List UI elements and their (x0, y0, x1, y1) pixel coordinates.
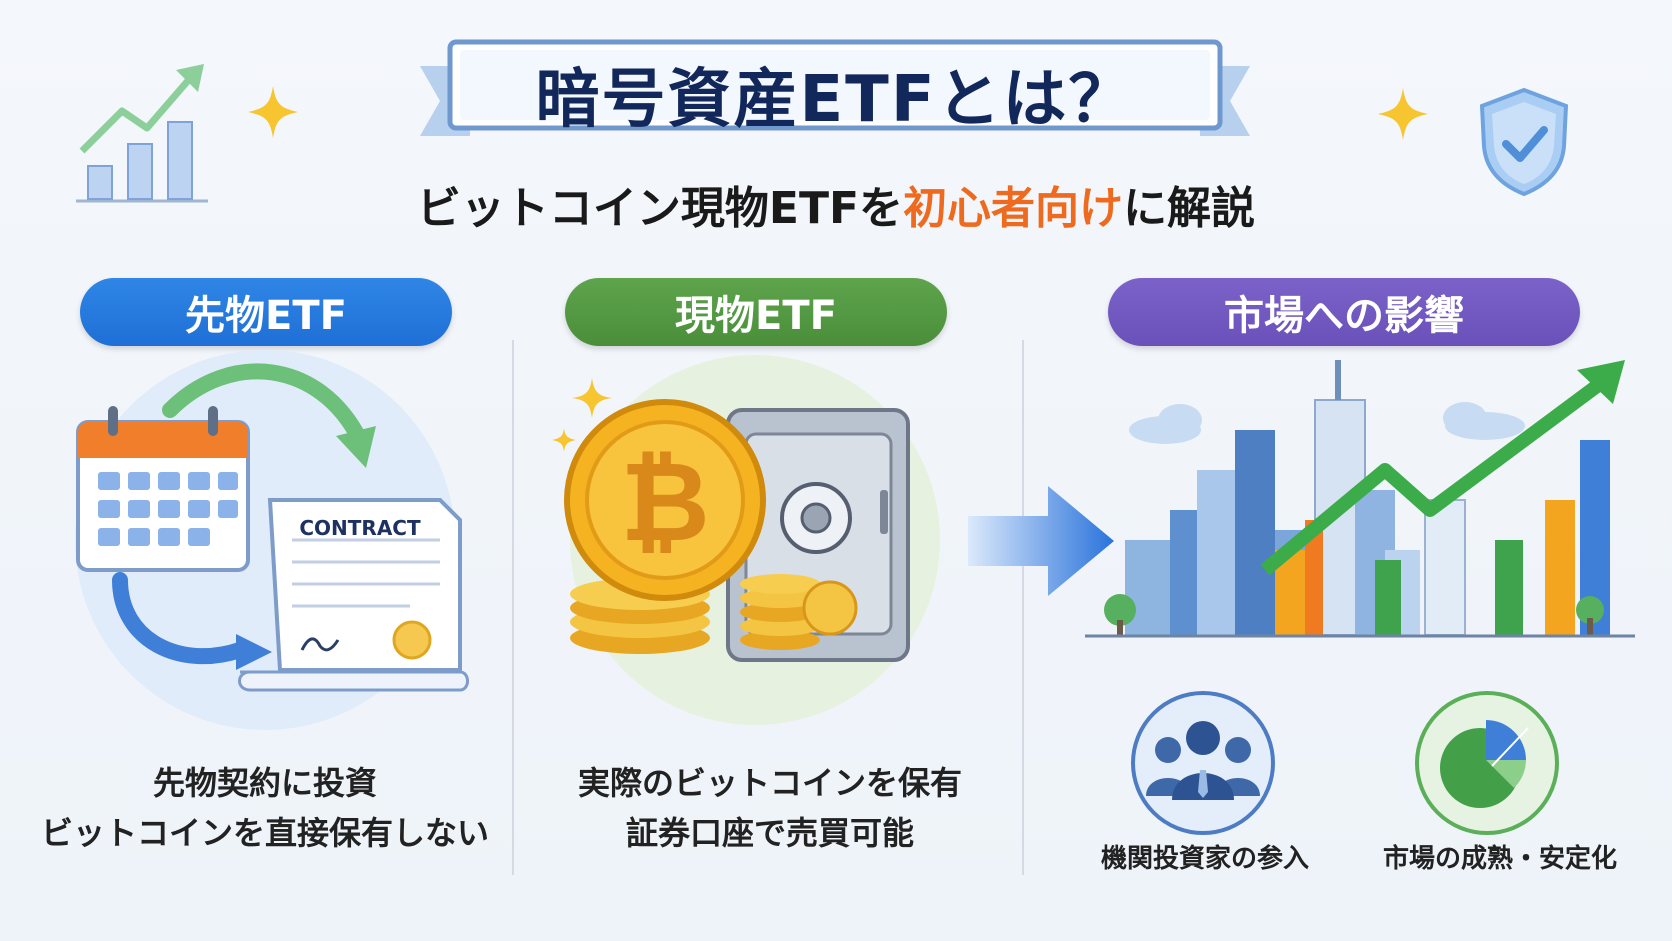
futures-caption-line2: ビットコインを直接保有しない (40, 814, 489, 852)
growth-chart-icon (76, 64, 208, 203)
sparkle-icon (1378, 88, 1428, 140)
spot-caption-line2: 証券口座で売買可能 (625, 814, 914, 852)
contract-label: CONTRACT (299, 516, 421, 540)
svg-text:₿: ₿ (620, 438, 710, 566)
spot-caption: 実際のビットコインを保有 証券口座で売買可能 (530, 758, 1010, 858)
pie-chart-icon (1415, 691, 1559, 835)
page-title: 暗号資産ETFとは？ (535, 63, 1135, 137)
bitcoin-coin-icon: ₿ (564, 399, 766, 601)
market-impact-label: 市場への影響 (1108, 278, 1580, 346)
sparkle-icon (248, 86, 298, 138)
city-growth-icon (1085, 360, 1635, 638)
market-item-maturity: 市場の成熟・安定化 (1382, 844, 1617, 874)
spot-illustration: ₿ (552, 355, 940, 725)
page-subtitle: ビットコイン現物ETFを初心者向けに解説 (0, 172, 1672, 236)
subtitle-part2: に解説 (1123, 183, 1256, 234)
calendar-icon (76, 406, 250, 572)
shield-check-icon (1479, 87, 1569, 197)
subtitle-part1: ビットコイン現物ETFを (416, 183, 904, 234)
investors-icon (1131, 691, 1275, 835)
futures-caption-line1: 先物契約に投資 (152, 764, 377, 802)
divider (512, 340, 514, 875)
arrow-right-icon (968, 486, 1114, 596)
divider (1022, 340, 1024, 875)
subtitle-highlight: 初心者向け (903, 183, 1124, 234)
futures-etf-label: 先物ETF (80, 278, 452, 346)
title-banner (420, 39, 1250, 136)
futures-illustration (75, 350, 469, 730)
spot-caption-line1: 実際のビットコインを保有 (577, 764, 962, 802)
spot-etf-label: 現物ETF (565, 278, 947, 346)
market-item-institutional: 機関投資家の参入 (1100, 844, 1309, 874)
futures-caption: 先物契約に投資 ビットコインを直接保有しない (30, 758, 500, 858)
contract-icon (238, 498, 469, 692)
